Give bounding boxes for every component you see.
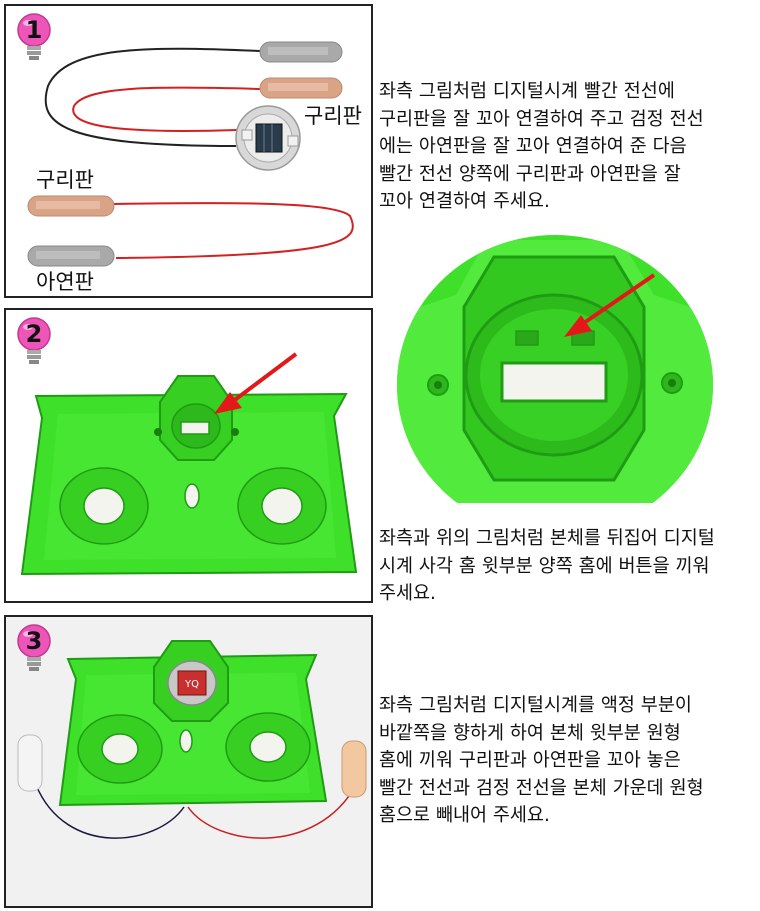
step-number: 1 xyxy=(25,16,43,44)
step-1-description: 좌측 그림처럼 디지털시계 빨간 전선에 구리판을 잘 꼬아 연결하여 주고 검… xyxy=(379,81,704,212)
copper-plate-left xyxy=(27,195,115,217)
red-wire-bottom xyxy=(113,202,354,259)
step-3-panel: YQ 3 xyxy=(4,615,373,908)
clock-module-text: YQ xyxy=(184,679,199,690)
red-arrow-icon xyxy=(214,352,298,414)
clock-module xyxy=(235,105,301,171)
copper-label-top: 구리판 xyxy=(304,104,362,128)
step-number: 2 xyxy=(25,320,43,348)
red-arrow-icon xyxy=(564,273,656,337)
lightbulb-number-icon: 2 xyxy=(14,316,54,368)
step-3-illustration: YQ xyxy=(6,617,371,906)
lightbulb-number-icon: 3 xyxy=(14,623,54,675)
step-2-description: 좌측과 위의 그림처럼 본체를 뒤집어 디지털 시계 사각 홈 윗부분 양쪽 홈… xyxy=(379,528,715,604)
lightbulb-number-icon: 1 xyxy=(14,12,54,64)
zinc-label: 아연판 xyxy=(36,270,94,294)
copper-label-left: 구리판 xyxy=(36,168,94,192)
step-2-panel: 2 xyxy=(4,308,373,603)
step-2-illustration xyxy=(20,352,358,576)
step-1-panel: 1 구리판 구리판 아연판 xyxy=(4,4,373,298)
red-wire-top xyxy=(72,86,261,132)
zinc-plate-top xyxy=(259,41,343,63)
step-number: 3 xyxy=(25,627,43,655)
zinc-plate-left xyxy=(27,245,115,267)
step-3-description: 좌측 그림처럼 디지털시계를 액정 부분이 바깥쪽을 향하게 하여 본체 윗부분… xyxy=(379,695,704,826)
housing-closeup-image xyxy=(396,235,714,503)
copper-plate-top xyxy=(259,77,343,99)
step-1-illustration xyxy=(27,41,354,267)
black-wire xyxy=(44,47,261,147)
